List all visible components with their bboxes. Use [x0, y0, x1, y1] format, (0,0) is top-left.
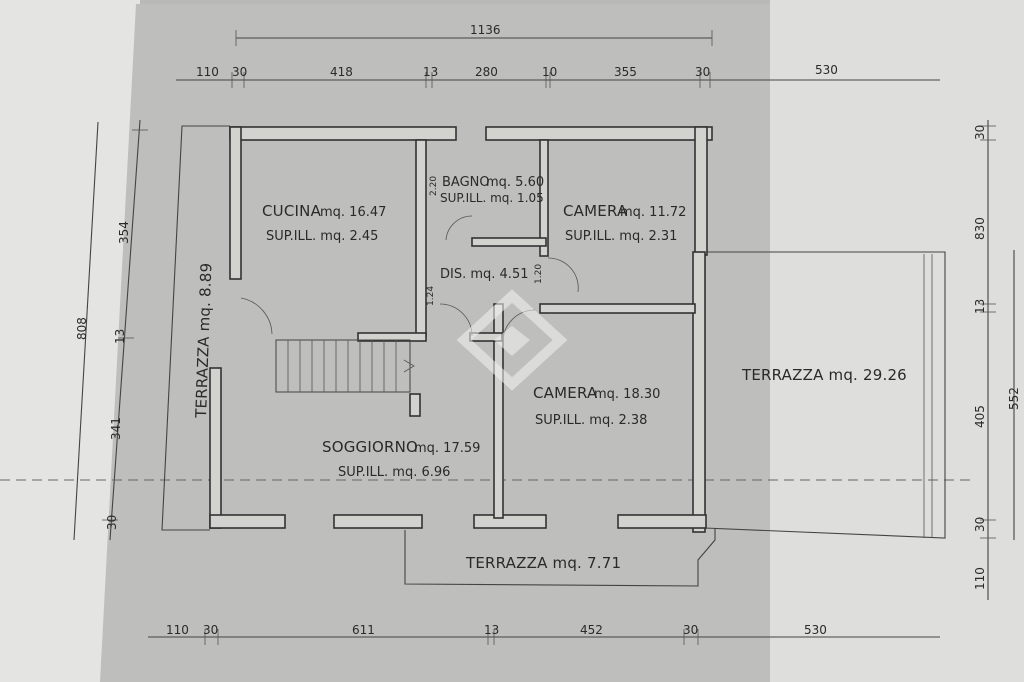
left-dim-3: 341 — [109, 417, 123, 440]
top-dim-1: 30 — [232, 65, 247, 79]
paper-right-sheet — [770, 0, 1024, 682]
wall-bottom-3 — [473, 514, 547, 529]
top-dim-5: 10 — [542, 65, 557, 79]
terrazza-left-outline — [161, 125, 230, 531]
camera1-area: mq. 11.72 — [620, 205, 686, 220]
top-dim-3: 13 — [423, 65, 438, 79]
top-dim-6: 355 — [614, 65, 637, 79]
cucina-area: mq. 16.47 — [320, 205, 386, 220]
right-dim-3: 405 — [973, 405, 987, 428]
wall-bottom-1 — [209, 514, 286, 529]
wall-cucina-bottom — [357, 332, 427, 342]
left-dim-1: 354 — [117, 221, 131, 244]
terrazza-bottom-outline — [404, 528, 716, 587]
camera1-name: CAMERA — [563, 202, 628, 220]
soggiorno-name: SOGGIORNO — [322, 438, 418, 456]
bottom-dim-5: 30 — [683, 623, 698, 637]
wall-camera1-bottom — [539, 303, 696, 314]
dis-door-left-label: 1.24 — [426, 286, 436, 306]
wall-right-upper — [694, 126, 708, 256]
top-dim-0: 110 — [196, 65, 219, 79]
bagno-area: mq. 5.60 — [486, 175, 544, 190]
left-dim-4: 30 — [105, 515, 119, 530]
soggiorno-ill: SUP.ILL. mq. 6.96 — [338, 465, 450, 480]
dis-door-right-label: 1.20 — [534, 264, 544, 284]
bagno-door-label: 2.20 — [429, 176, 439, 196]
terrazza-left-label: TERRAZZA mq. 8.89 — [192, 262, 215, 419]
watermark-logo — [456, 289, 568, 391]
soggiorno-area: mq. 17.59 — [414, 441, 480, 456]
terrazza-right-label: TERRAZZA mq. 29.26 — [741, 366, 907, 384]
right-dim-6: 552 — [1007, 387, 1021, 410]
bottom-dim-4: 452 — [580, 623, 603, 637]
left-dim-2: 13 — [113, 329, 127, 344]
door-swing-cucina — [240, 297, 273, 335]
top-dim-7: 30 — [695, 65, 710, 79]
bagno-ill: SUP.ILL. mq. 1.05 — [440, 191, 544, 205]
wall-stair-post — [409, 393, 421, 417]
right-dim-0: 30 — [973, 125, 987, 140]
right-dim-2: 13 — [973, 299, 987, 314]
wall-left-upper — [229, 126, 242, 280]
top-dim-4: 280 — [475, 65, 498, 79]
staircase — [275, 339, 415, 393]
right-dim-1: 830 — [973, 217, 987, 240]
bottom-dim-6: 530 — [804, 623, 827, 637]
bottom-dim-2: 611 — [352, 623, 375, 637]
bottom-dim-3: 13 — [484, 623, 499, 637]
camera2-ill: SUP.ILL. mq. 2.38 — [535, 413, 647, 428]
cucina-name: CUCINA — [262, 202, 322, 220]
top-dim-8: 530 — [815, 63, 838, 77]
camera2-name: CAMERA — [533, 384, 598, 402]
left-dim-0: 808 — [75, 317, 89, 340]
camera2-area: mq. 18.30 — [594, 387, 660, 402]
bottom-dim-1: 30 — [203, 623, 218, 637]
wall-bottom-2 — [333, 514, 423, 529]
terrazza-bottom-label: TERRAZZA mq. 7.71 — [465, 554, 621, 572]
bottom-dim-0: 110 — [166, 623, 189, 637]
left-outer-dimension-line — [73, 121, 99, 541]
wall-bottom-4 — [617, 514, 707, 529]
wall-cucina-right — [415, 139, 427, 337]
wall-right-lower — [692, 251, 706, 533]
top-total-dimension: 1136 — [470, 23, 501, 37]
bagno-name: BAGNO — [442, 175, 490, 190]
right-dim-5: 110 — [973, 567, 987, 590]
wall-bagno-bottom — [471, 237, 547, 247]
paper-main-sheet — [100, 4, 772, 682]
dis-label: DIS. mq. 4.51 — [440, 267, 529, 282]
wall-bagno-right — [539, 139, 549, 257]
wall-top-left — [229, 126, 457, 141]
door-swing-bagno — [445, 215, 473, 241]
left-inner-dimension-line — [109, 119, 141, 541]
right-dim-4: 30 — [973, 517, 987, 532]
wall-left-lower — [209, 367, 222, 529]
top-dim-2: 418 — [330, 65, 353, 79]
door-swing-camera1 — [547, 257, 579, 293]
cucina-ill: SUP.ILL. mq. 2.45 — [266, 229, 378, 244]
camera1-ill: SUP.ILL. mq. 2.31 — [565, 229, 677, 244]
wall-top-right — [485, 126, 713, 141]
